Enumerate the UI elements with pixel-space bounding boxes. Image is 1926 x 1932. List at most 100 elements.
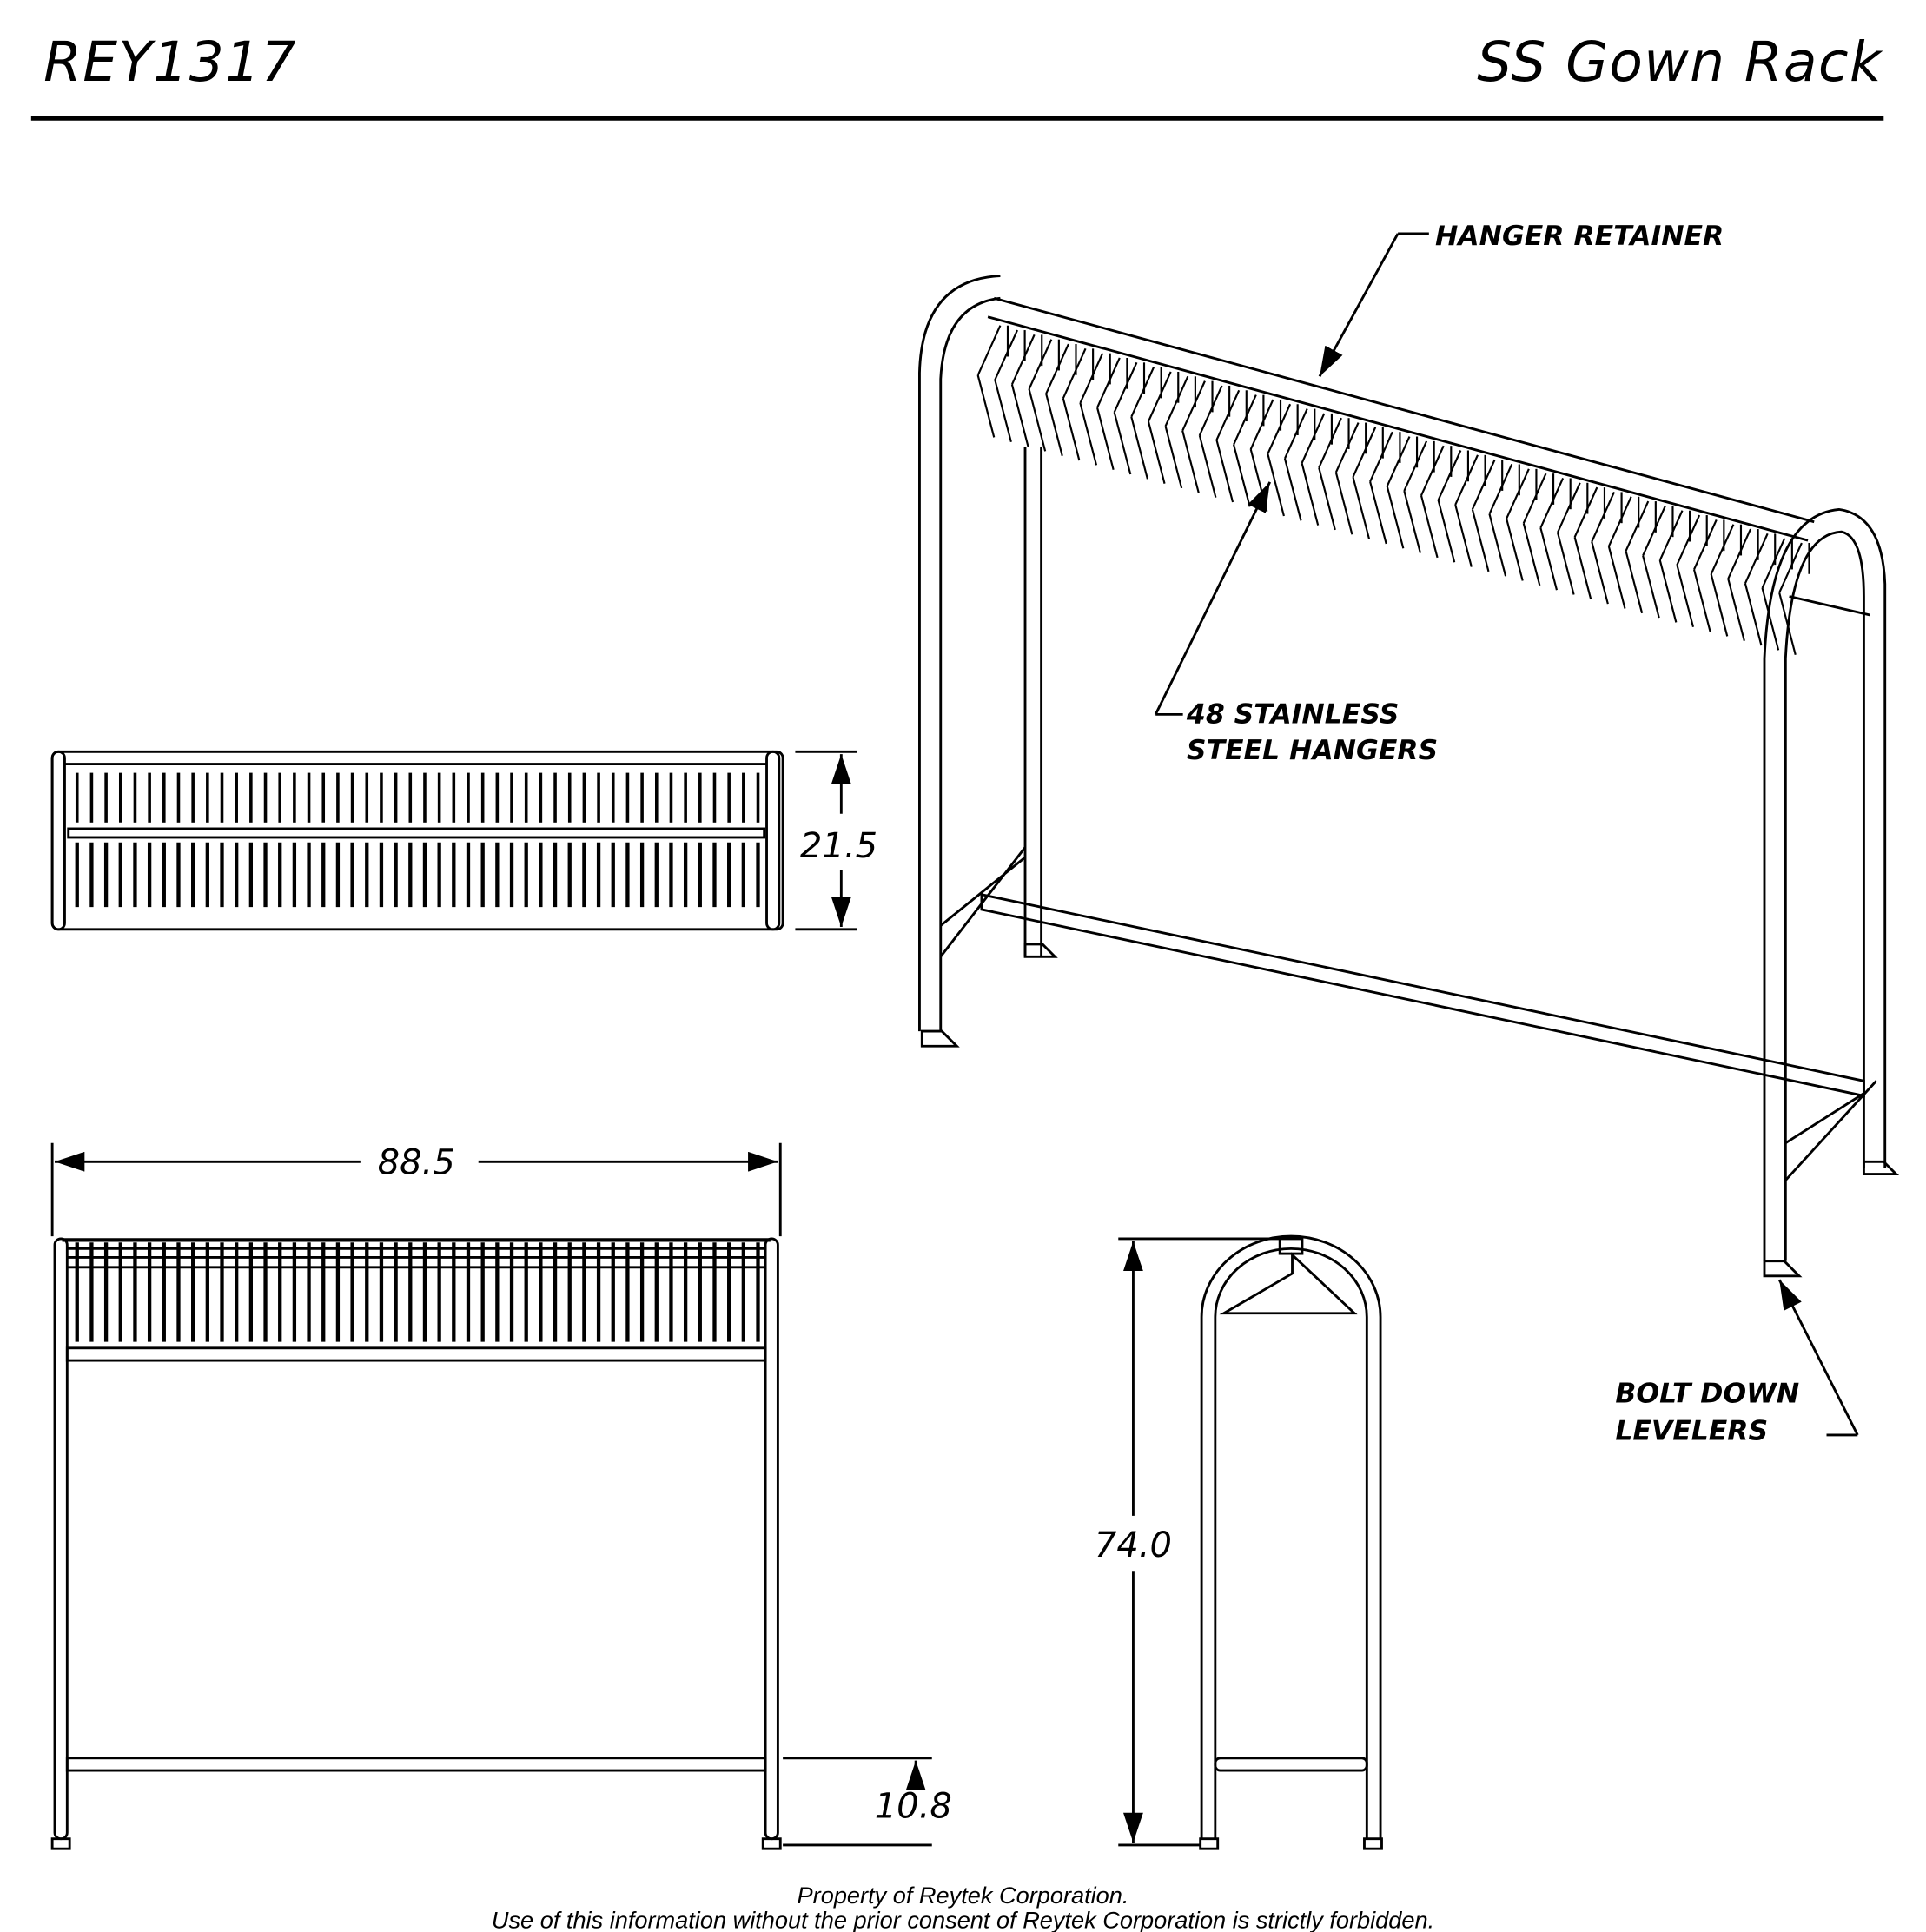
hanger xyxy=(976,325,1002,376)
hanger xyxy=(1761,538,1786,589)
hanger xyxy=(1215,389,1241,440)
hanger xyxy=(1062,347,1087,399)
hanger xyxy=(1625,551,1644,614)
hanger xyxy=(1710,524,1735,575)
hanger xyxy=(1454,454,1479,506)
hanger xyxy=(1710,573,1729,637)
hanger xyxy=(1693,519,1718,571)
hanger xyxy=(1113,361,1138,413)
hanger xyxy=(1420,495,1439,559)
hanger xyxy=(1233,444,1251,507)
hanger xyxy=(1437,500,1456,563)
svg-text:48 STAINLESS: 48 STAINLESS xyxy=(1186,698,1399,730)
hanger xyxy=(1573,486,1598,538)
front-view: 88.5 10.8 xyxy=(50,1143,952,1850)
callout-levelers: BOLT DOWN LEVELERS xyxy=(1615,1279,1859,1447)
hanger xyxy=(1403,490,1421,553)
hanger xyxy=(1522,473,1547,524)
hanger xyxy=(1386,436,1411,487)
hanger xyxy=(1607,496,1632,547)
callout-hangers: 48 STAINLESS STEEL HANGERS xyxy=(1154,481,1438,766)
hanger xyxy=(1471,459,1496,510)
hanger xyxy=(1096,357,1121,408)
hanger xyxy=(1028,388,1047,452)
hanger xyxy=(976,374,996,438)
hanger xyxy=(1301,413,1326,464)
product-name: SS Gown Rack xyxy=(1477,30,1883,94)
hanger xyxy=(1147,420,1166,484)
hanger xyxy=(1607,546,1626,609)
hanger xyxy=(1437,450,1462,501)
hanger xyxy=(1506,518,1524,581)
hanger xyxy=(1079,402,1098,466)
height-dimension: 74.0 xyxy=(1095,1525,1172,1565)
hanger xyxy=(1727,578,1745,642)
depth-dimension: 21.5 xyxy=(800,826,877,866)
hanger xyxy=(1267,453,1285,517)
hanger xyxy=(1181,430,1200,493)
width-dimension: 88.5 xyxy=(378,1143,455,1183)
hanger xyxy=(1488,513,1507,577)
hanger xyxy=(1676,564,1695,628)
hanger xyxy=(1744,583,1763,646)
hanger xyxy=(1198,434,1217,498)
hanger xyxy=(994,329,1019,380)
hanger xyxy=(1642,505,1666,557)
hanger xyxy=(1727,528,1751,579)
svg-text:BOLT DOWN: BOLT DOWN xyxy=(1615,1379,1799,1410)
hanger xyxy=(1062,398,1081,461)
hanger xyxy=(1557,482,1581,533)
hanger xyxy=(1164,426,1183,489)
hanger xyxy=(1352,476,1371,539)
hanger xyxy=(1352,427,1377,478)
hanger xyxy=(1625,500,1650,552)
hanger xyxy=(1386,486,1405,549)
part-number: REY1317 xyxy=(43,30,297,94)
hanger xyxy=(1267,403,1292,454)
hanger xyxy=(1488,464,1513,515)
hanger xyxy=(1283,408,1308,460)
hanger xyxy=(1556,532,1575,595)
hanger xyxy=(1471,509,1490,572)
hanger xyxy=(1028,339,1053,390)
hanger xyxy=(1113,412,1132,475)
hanger xyxy=(1591,491,1615,543)
hanger xyxy=(1658,559,1678,623)
hanger xyxy=(1676,514,1701,566)
hanger xyxy=(1079,353,1104,404)
hanger xyxy=(1318,467,1336,531)
hanger xyxy=(1215,440,1234,503)
hanger xyxy=(1318,417,1342,468)
hanger xyxy=(1420,445,1445,496)
footer-disclaimer: Use of this information without the prio… xyxy=(492,1907,1434,1932)
hanger xyxy=(1573,537,1592,600)
hanger xyxy=(1130,367,1155,418)
hanger xyxy=(1130,416,1148,480)
hanger xyxy=(1778,592,1797,655)
hanger xyxy=(1761,587,1780,651)
callout-hanger-retainer: HANGER RETAINER xyxy=(1318,221,1724,378)
hanger xyxy=(1744,533,1769,585)
side-view: 74.0 xyxy=(1095,1234,1383,1850)
hanger xyxy=(1403,440,1428,492)
hanger xyxy=(1642,555,1660,619)
hanger xyxy=(1334,422,1360,473)
svg-text:STEEL HANGERS: STEEL HANGERS xyxy=(1187,735,1438,766)
hanger xyxy=(1522,523,1541,586)
hanger xyxy=(1334,472,1353,535)
hanger xyxy=(1233,394,1257,446)
top-view: 21.5 xyxy=(50,750,877,931)
hanger xyxy=(1591,541,1609,605)
hanger xyxy=(1454,504,1473,567)
hanger xyxy=(1096,407,1115,470)
hanger xyxy=(1181,380,1206,432)
svg-text:HANGER RETAINER: HANGER RETAINER xyxy=(1435,221,1724,252)
hanger xyxy=(1539,527,1559,591)
hanger xyxy=(1045,393,1063,457)
hanger xyxy=(1369,481,1387,545)
hanger xyxy=(1045,343,1069,394)
hanger xyxy=(1147,371,1172,422)
isometric-view xyxy=(918,275,1900,1278)
hanger xyxy=(1506,468,1530,519)
hanger xyxy=(1539,478,1565,529)
